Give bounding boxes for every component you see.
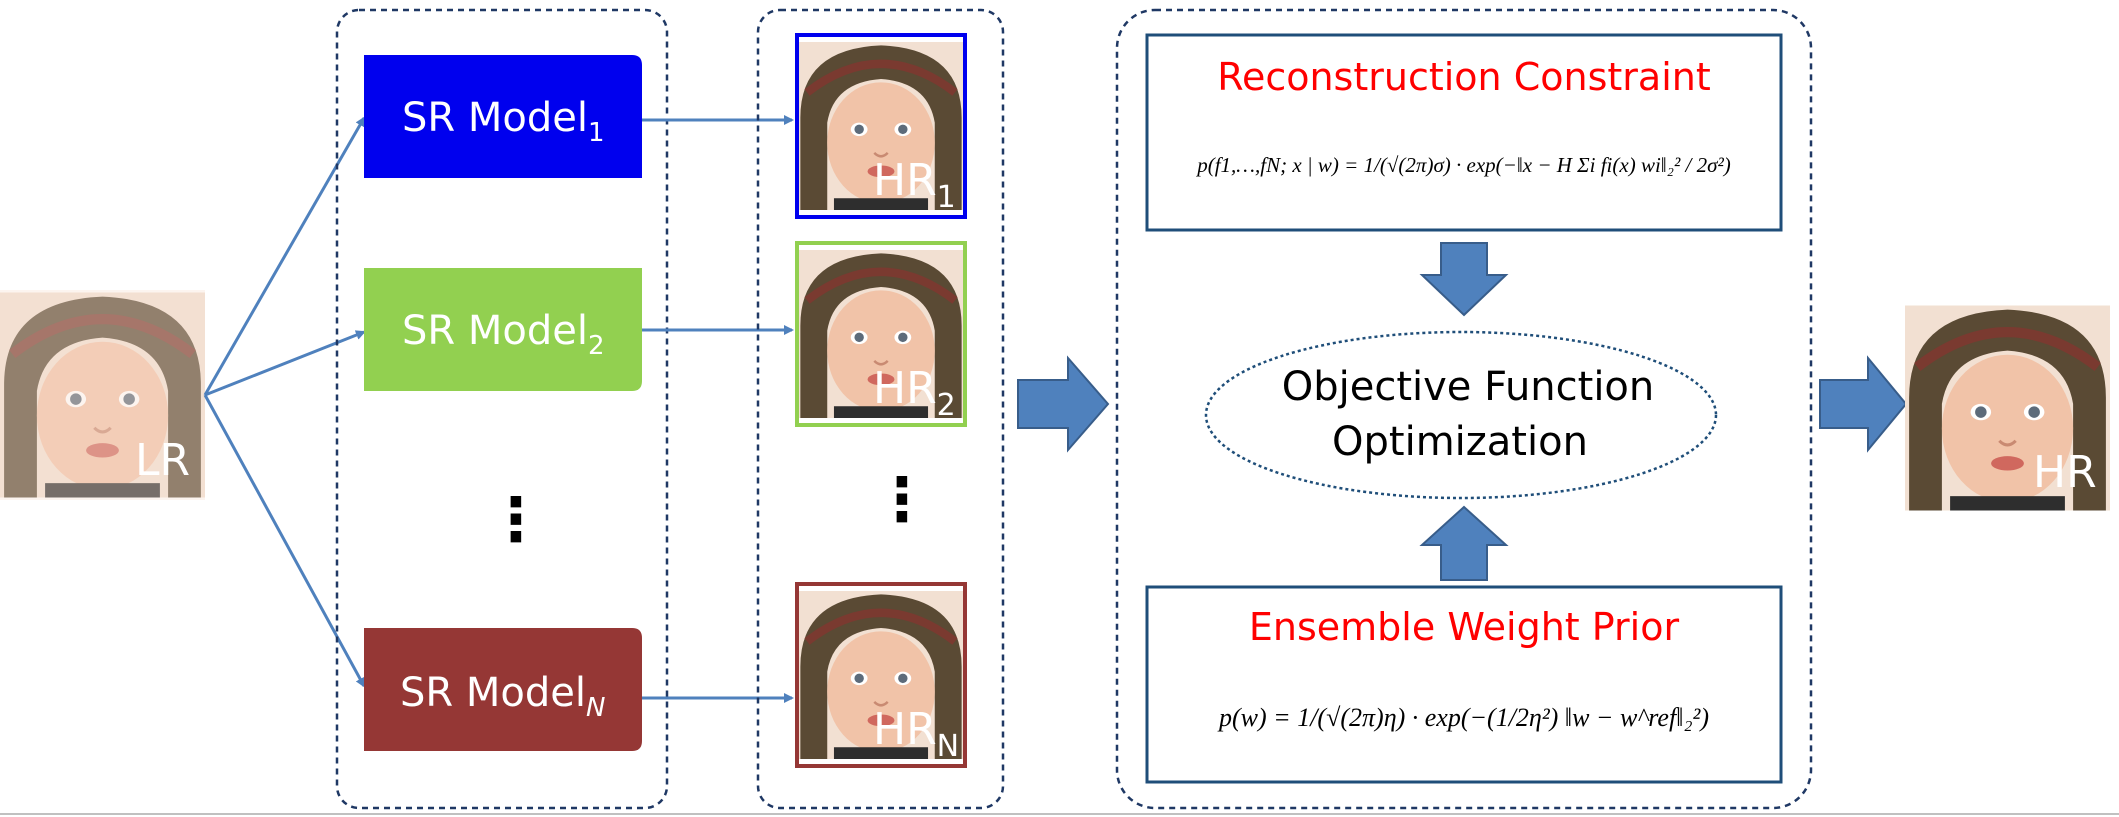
reconstruction-constraint: Reconstruction Constraint p(f1,…,fN; x |… [1145,33,1783,232]
model-output-arrows [642,115,794,703]
sr-model-n-name: SR Model [400,670,586,716]
prior-formula: p(w) = 1/(√(2π)η) · exp(−(1/2η²) ‖w − w^… [1217,703,1709,732]
hr-output-n-sub: N [937,729,959,764]
svg-text:SR Model1: SR Model1 [402,95,605,148]
lr-input-image: LR [0,290,205,500]
hr-output-2-frame [795,241,967,427]
input-arrows [203,116,366,688]
up-arrow [1419,505,1509,581]
down-arrow [1419,242,1509,317]
sr-model-n-sub: N [586,693,605,723]
to-output-arrow [1819,355,1908,453]
sr-model-1-sub: 1 [588,118,605,148]
models-ellipsis: ⋮ [486,485,546,555]
lr-label: LR [135,435,190,486]
svg-text:SR Model2: SR Model2 [402,308,605,361]
hr-final-image: HR [1905,306,2110,511]
sr-model-2-box [364,268,642,391]
sr-model-1: SR Model1 [364,55,642,178]
hr-output-n-label: HR [873,704,937,755]
sr-model-2-sub: 2 [588,331,605,361]
hr-ellipsis: ⋮ [872,465,932,535]
objective-line1: Objective Function [1282,364,1655,410]
hr-output-n-frame [795,582,967,768]
svg-text:HR1: HR1 [873,155,956,215]
to-optimization-arrow [1017,355,1110,453]
hr-output-1-frame [795,33,967,219]
hr-output-n: HRN [795,582,967,768]
objective-function: Objective Function Optimization [1204,330,1718,500]
sr-model-2-name: SR Model [402,308,588,354]
reconstruction-formula: p(f1,…,fN; x | w) = 1/(√(2π)σ) · exp(−‖x… [1195,153,1731,177]
objective-line2: Optimization [1332,419,1588,465]
svg-text:HRN: HRN [873,704,959,764]
sr-model-1-name: SR Model [402,95,588,141]
hr-outputs-group [756,8,1005,810]
models-group [335,8,669,810]
hr-output-1: HR1 [795,33,967,219]
sr-model-2: SR Model2 [364,268,642,391]
sr-model-n: SR ModelN [364,628,642,751]
hr-output-2-sub: 2 [937,388,956,423]
sr-model-n-box [364,628,642,751]
hr-final-label: HR [2033,447,2097,498]
hr-output-1-sub: 1 [937,180,956,215]
hr-output-1-label: HR [873,155,937,206]
svg-text:SR ModelN: SR ModelN [400,670,605,723]
ensemble-weight-prior: Ensemble Weight Prior p(w) = 1/(√(2π)η) … [1145,585,1783,784]
sr-model-1-box [364,55,642,178]
svg-text:HR2: HR2 [873,363,956,423]
reconstruction-title: Reconstruction Constraint [1217,55,1710,99]
prior-title: Ensemble Weight Prior [1249,605,1680,649]
hr-output-2: HR2 [795,241,967,427]
optimization-group [1115,8,1813,810]
hr-output-2-label: HR [873,363,937,414]
